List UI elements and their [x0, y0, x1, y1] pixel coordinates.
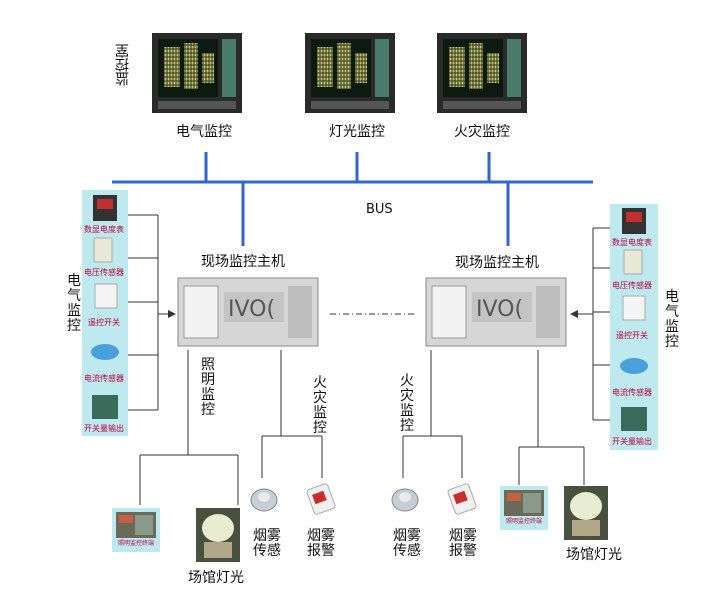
fire-control-label-right: 火灾监控 — [400, 373, 414, 434]
venue-light-label-right: 场馆灯光 — [566, 547, 622, 563]
device-label-left-0: 数显电度表 — [84, 225, 124, 234]
smoke-alarm-right — [447, 483, 477, 515]
smoke-sensor-left — [250, 488, 278, 512]
smoke-alarm-label-right: 烟雾报警 — [449, 528, 477, 559]
lighting-terminal-label-left: 照明监控终端 — [117, 540, 154, 547]
device-label-right-4: 开关量输出 — [612, 437, 652, 446]
venue-light-left — [196, 508, 240, 562]
electric-label-left: 电气监控 — [67, 273, 81, 334]
lighting-terminal-left — [112, 508, 160, 552]
device-label-left-3: 电流传感器 — [84, 374, 124, 383]
lighting-terminal-right — [500, 486, 548, 530]
host-right: IVO( — [425, 277, 567, 347]
bus-label: BUS — [366, 202, 393, 217]
control-room-label: 监控室 — [115, 44, 131, 86]
smoke-alarm-label-left: 烟雾报警 — [307, 528, 335, 559]
bus-lines — [112, 152, 593, 246]
device-panel-right — [610, 204, 658, 450]
device-bracket-left — [128, 214, 174, 411]
device-panel-left — [82, 190, 128, 436]
station-label-fire: 火灾监控 — [454, 124, 510, 140]
device-label-right-0: 数显电度表 — [612, 238, 652, 247]
smoke-sensor-label-left: 烟雾传感 — [253, 528, 281, 559]
device-label-right-2: 遥控开关 — [616, 331, 648, 340]
device-label-right-1: 电压传感器 — [612, 281, 652, 290]
device-label-left-4: 开关量输出 — [84, 424, 124, 433]
smoke-alarm-left — [306, 483, 336, 515]
monitor-fire — [437, 33, 527, 113]
svg-text:IVO(: IVO( — [228, 297, 275, 322]
monitor-electric — [152, 33, 242, 113]
device-bracket-right — [576, 227, 610, 421]
smoke-sensor-right — [391, 488, 419, 512]
arrow-right — [570, 310, 578, 318]
device-label-right-3: 电流传感器 — [612, 388, 652, 397]
device-label-left-1: 电压传感器 — [84, 268, 124, 277]
venue-light-right — [564, 486, 608, 540]
electric-label-right: 电气监控 — [665, 289, 679, 350]
device-label-left-2: 遥控开关 — [88, 318, 120, 327]
monitor-lighting — [305, 33, 395, 113]
host-left: IVO( — [177, 277, 319, 347]
downlinks — [139, 350, 585, 505]
lighting-control-label: 照明监控 — [201, 357, 215, 418]
host-label-left: 现场监控主机 — [201, 254, 285, 270]
station-label-lighting: 灯光监控 — [329, 124, 385, 140]
smoke-sensor-label-right: 烟雾传感 — [393, 528, 421, 559]
station-label-electric: 电气监控 — [176, 124, 232, 140]
arrow-left — [168, 310, 176, 318]
venue-light-label-left: 场馆灯光 — [188, 570, 244, 586]
svg-text:IVO(: IVO( — [476, 297, 523, 322]
fire-control-label-left: 火灾监控 — [313, 375, 327, 436]
lighting-terminal-label-right: 照明监控终端 — [505, 518, 542, 525]
host-label-right: 现场监控主机 — [455, 255, 539, 271]
